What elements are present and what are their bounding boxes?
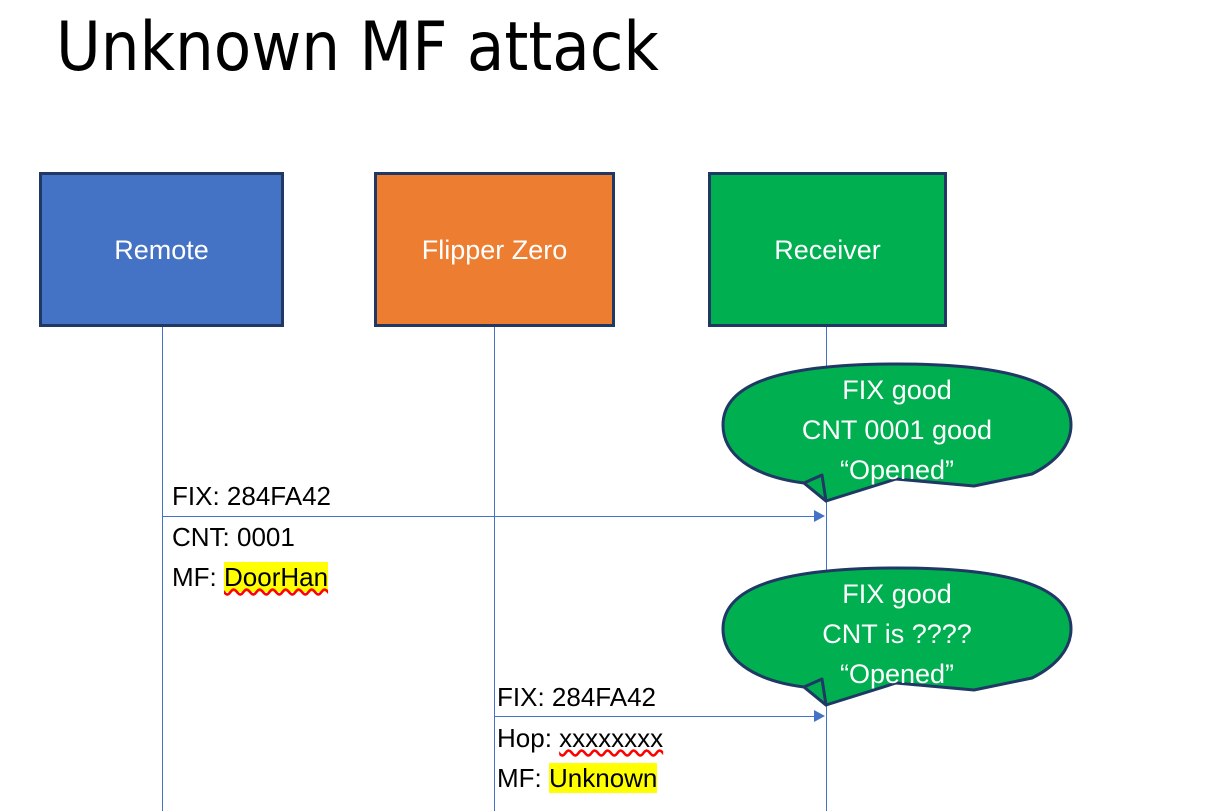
callout-bubble-shape-2 — [721, 566, 1073, 707]
message-2-label-line-3: MF: Unknown — [497, 758, 658, 798]
message-1-label-line-2: CNT: 0001 — [172, 517, 295, 557]
callout-bubble-shape-1 — [721, 362, 1073, 503]
message-arrow-2-line — [495, 716, 815, 717]
message-arrow-1-head — [814, 510, 825, 522]
message-arrow-2-head — [814, 710, 825, 722]
message-1-line-2-prefix: CNT: — [172, 522, 237, 552]
message-2-line-1-prefix: FIX: — [497, 682, 552, 712]
actor-label-receiver: Receiver — [774, 234, 881, 265]
lifeline-receiver — [826, 327, 827, 811]
message-2-line-2-value: xxxxxxxx — [559, 723, 664, 753]
message-2-line-3-prefix: MF: — [497, 763, 549, 793]
message-1-line-2-value: 0001 — [237, 522, 295, 552]
message-2-label-line-2: Hop: xxxxxxxx — [497, 718, 663, 758]
message-1-line-3-value: DoorHan — [224, 562, 329, 592]
message-1-label-line-1: FIX: 284FA42 — [172, 476, 331, 516]
message-1-line-3-prefix: MF: — [172, 562, 224, 592]
message-1-line-1-value: 284FA42 — [226, 481, 331, 511]
message-2-line-1-value: 284FA42 — [551, 682, 656, 712]
callout-receiver-2[interactable]: FIX good CNT is ???? “Opened” — [721, 566, 1073, 722]
callout-receiver-1[interactable]: FIX good CNT 0001 good “Opened” — [721, 362, 1073, 518]
lifeline-flipper — [494, 327, 495, 811]
message-1-label-line-3: MF: DoorHan — [172, 557, 329, 597]
message-arrow-1-line — [163, 516, 815, 517]
message-1-line-1-prefix: FIX: — [172, 481, 227, 511]
actor-label-remote: Remote — [114, 234, 209, 265]
lifeline-remote — [162, 327, 163, 811]
actor-box-receiver[interactable]: Receiver — [708, 172, 947, 327]
actor-label-flipper: Flipper Zero — [421, 234, 568, 265]
page-title: Unknown MF attack — [56, 8, 659, 87]
actor-box-remote[interactable]: Remote — [39, 172, 284, 327]
message-2-label-line-1: FIX: 284FA42 — [497, 677, 656, 717]
actor-box-flipper[interactable]: Flipper Zero — [374, 172, 615, 327]
message-2-line-2-prefix: Hop: — [497, 723, 560, 753]
message-2-line-3-value: Unknown — [549, 763, 658, 793]
